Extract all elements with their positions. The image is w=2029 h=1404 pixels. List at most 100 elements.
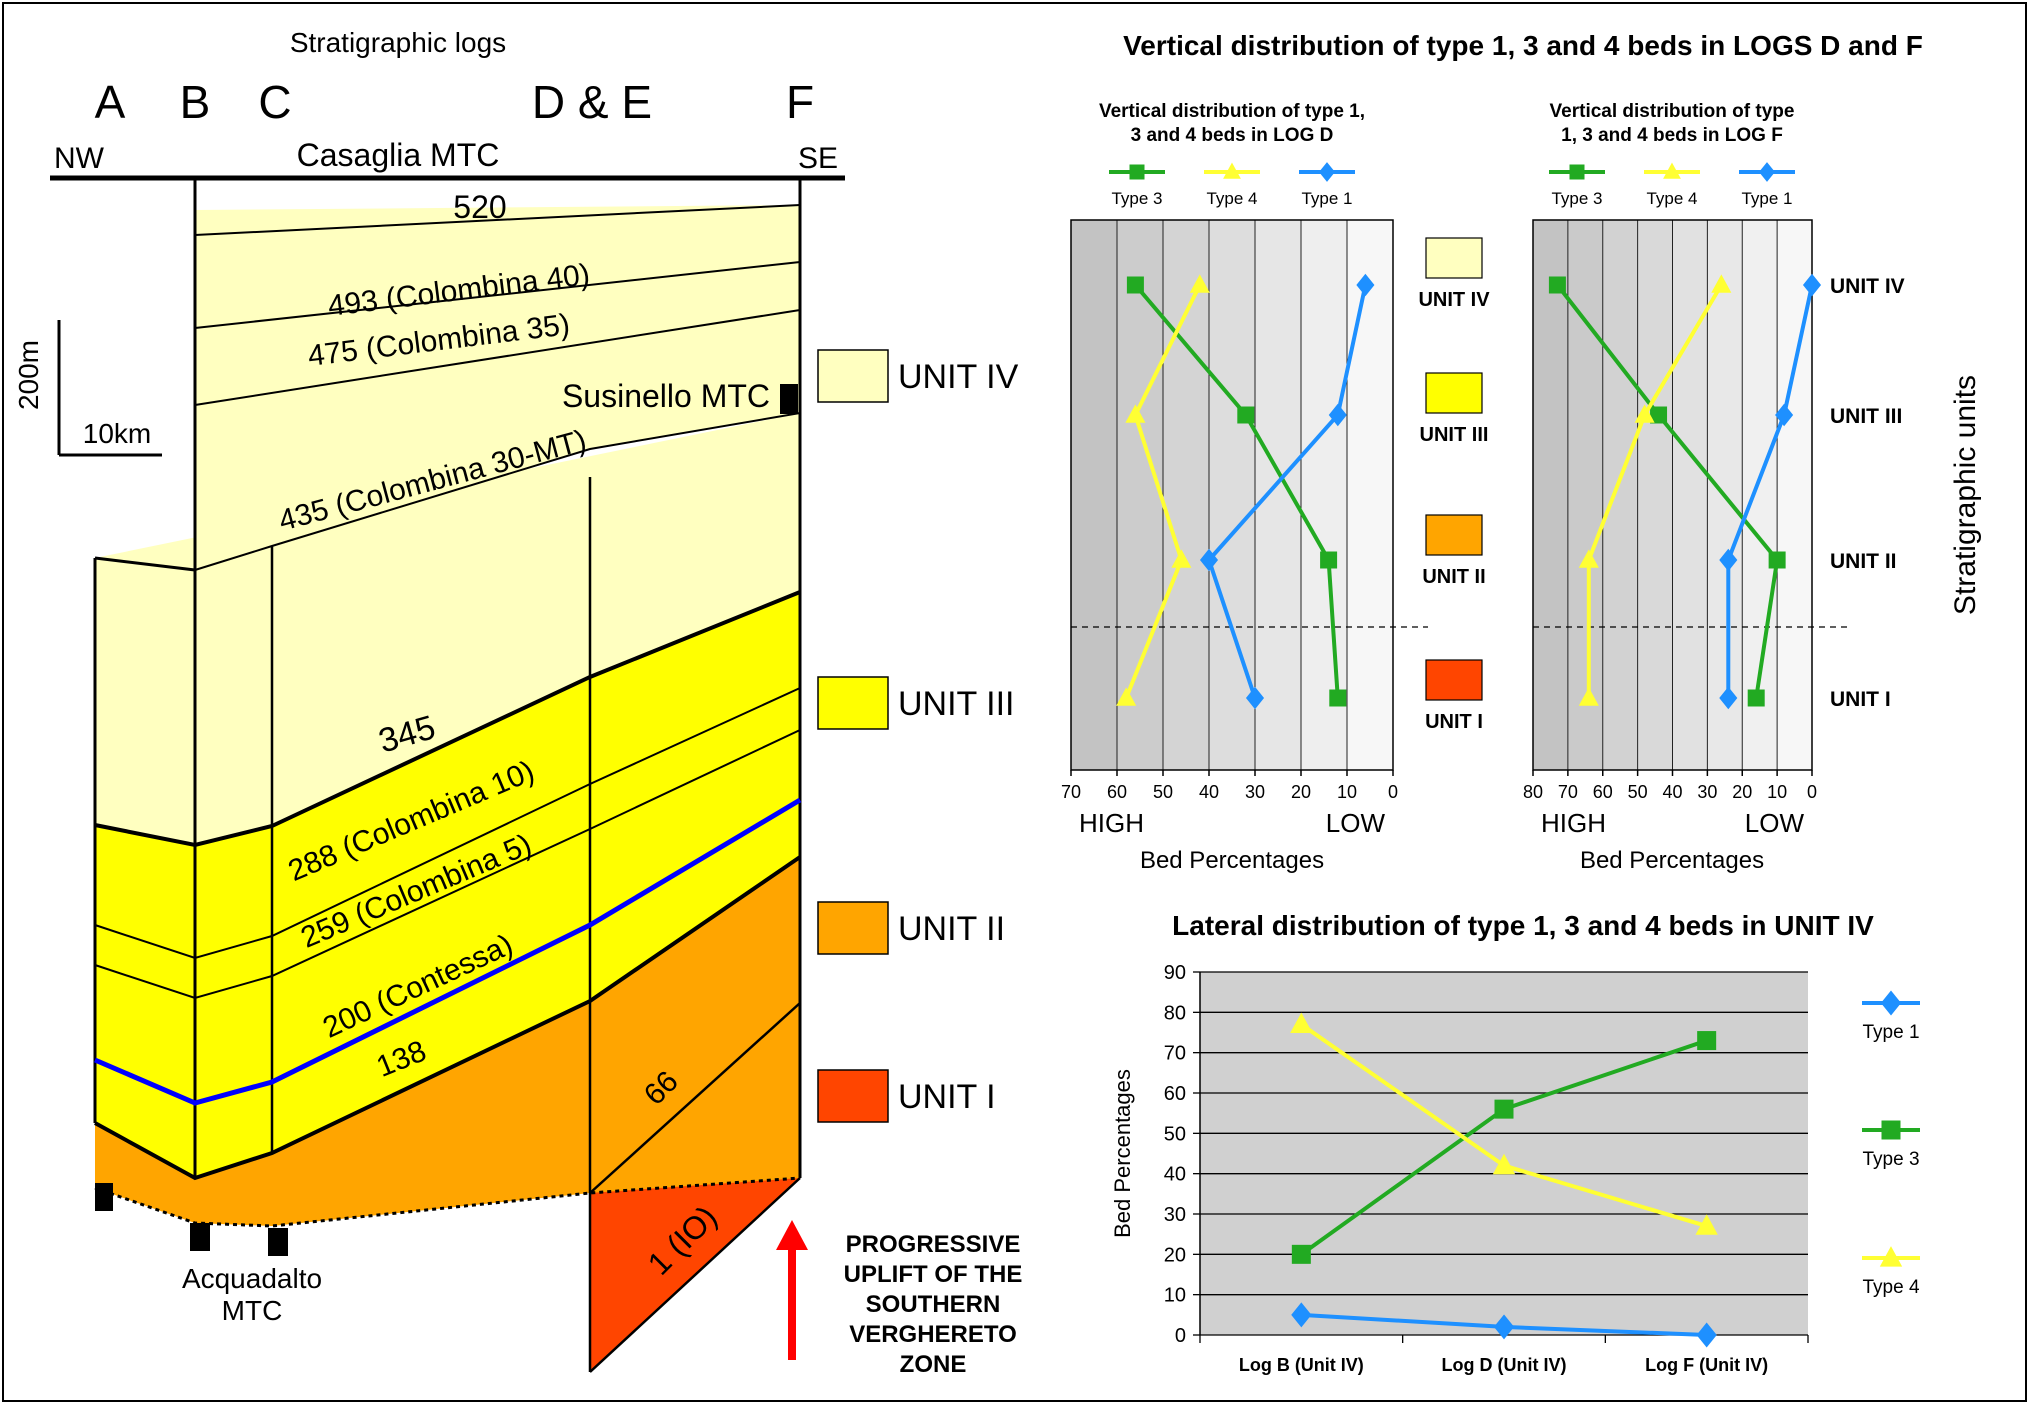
horizon-493-line xyxy=(194,261,801,329)
mtc-marker-c xyxy=(268,1228,288,1256)
vertical-legend-label: UNIT IV xyxy=(1418,289,1490,311)
unit-legend-swatch xyxy=(817,901,889,955)
series-line-type-3 xyxy=(1133,283,1340,699)
x-tick-label: 60 xyxy=(1107,782,1127,802)
y-tick-label: 70 xyxy=(1164,1043,1186,1065)
x-tick-label: Log B (Unit IV) xyxy=(1239,1355,1364,1375)
log-label-de: D & E xyxy=(532,76,652,128)
horizon-435-line xyxy=(194,412,801,571)
lateral-title: Lateral distribution of type 1, 3 and 4 … xyxy=(1172,910,1874,941)
x-tick-label: 20 xyxy=(1732,782,1752,802)
unit-legend-label: UNIT IV xyxy=(898,358,1019,396)
plot-band xyxy=(1672,220,1708,770)
legend-marker-type-4 xyxy=(1879,1246,1903,1267)
vertical-legend-label: UNIT I xyxy=(1425,711,1483,733)
data-point-type-1 xyxy=(1696,1322,1717,1348)
chart-title-line: 3 and 4 beds in LOG D xyxy=(1131,125,1334,146)
vertical-legend-swatch xyxy=(1425,372,1483,414)
data-point-type-4 xyxy=(1492,1153,1516,1175)
vertical-main-title: Vertical distribution of type 1, 3 and 4… xyxy=(1123,30,1923,61)
legend-label-type-1: Type 1 xyxy=(1741,189,1792,208)
data-point-type-4 xyxy=(1695,1214,1718,1235)
legend-label-type-3: Type 3 xyxy=(1111,189,1162,208)
mtc-marker-b xyxy=(190,1223,210,1251)
legend-label-type-1: Type 1 xyxy=(1301,189,1352,208)
uplift-text-4: VERGHERETO xyxy=(849,1321,1017,1348)
log-label-b: B xyxy=(180,76,211,128)
horizon-138-line xyxy=(94,855,802,1181)
data-point-type-3 xyxy=(1768,551,1786,569)
x-tick-label: 50 xyxy=(1628,782,1648,802)
data-point-type-3 xyxy=(1126,276,1144,294)
vertical-legend-label: UNIT II xyxy=(1422,566,1485,588)
uplift-text-5: ZONE xyxy=(900,1351,967,1378)
acquadalto-label-2: MTC xyxy=(222,1295,283,1326)
stratigraphic-section: Stratigraphic logs A B C D & E F NW SE C… xyxy=(13,27,1022,1378)
susinello-label: Susinello MTC xyxy=(562,378,770,414)
x-tick-label: 70 xyxy=(1061,782,1081,802)
acquadalto-label-1: Acquadalto xyxy=(182,1263,322,1294)
unit-label-unit-iii: UNIT III xyxy=(1830,405,1902,428)
data-point-type-4 xyxy=(1125,404,1146,423)
series-line-type-3 xyxy=(1555,283,1780,699)
series-line-type-1 xyxy=(1726,284,1814,698)
data-point-type-1 xyxy=(1775,403,1794,427)
x-tick-label: 10 xyxy=(1767,782,1787,802)
plot-band xyxy=(1602,220,1638,770)
unit-legend-swatch xyxy=(817,1069,889,1123)
plot-band xyxy=(1567,220,1603,770)
section-title: Stratigraphic logs xyxy=(290,27,506,58)
horizon-475-line xyxy=(194,309,801,406)
legend-marker-type-1 xyxy=(1319,162,1335,182)
unit-label-unit-ii: UNIT II xyxy=(1830,550,1897,573)
uplift-text-1: PROGRESSIVE xyxy=(846,1231,1021,1258)
data-point-type-1 xyxy=(1356,273,1375,297)
horizon-288-line xyxy=(94,687,801,960)
y-tick-label: 60 xyxy=(1164,1083,1186,1105)
unit-legend-label: UNIT II xyxy=(898,910,1005,948)
unit-label-unit-i: UNIT I xyxy=(1830,688,1891,711)
data-point-type-4 xyxy=(1634,404,1655,423)
log-a-top-line xyxy=(94,556,196,572)
legend-marker-type-3 xyxy=(1569,164,1585,180)
plot-background xyxy=(1200,972,1808,1335)
uplift-text-2: UPLIFT OF THE xyxy=(844,1261,1023,1288)
data-point-type-3 xyxy=(1320,551,1338,569)
plot-band xyxy=(1301,220,1347,770)
legend-marker-type-1 xyxy=(1880,990,1902,1016)
data-point-type-3 xyxy=(1237,406,1255,424)
data-point-type-1 xyxy=(1328,403,1347,427)
x-tick-label: 0 xyxy=(1388,782,1398,802)
data-point-type-1 xyxy=(1719,686,1738,710)
plot-band xyxy=(1117,220,1163,770)
legend-label-type-1: Type 1 xyxy=(1862,1022,1919,1043)
plot-band xyxy=(1255,220,1301,770)
chart-title-line: 1, 3 and 4 beds in LOG F xyxy=(1561,125,1783,146)
unit-legend-swatch xyxy=(817,676,889,730)
data-point-type-4 xyxy=(1290,1012,1313,1034)
low-label: LOW xyxy=(1745,808,1805,838)
legend-marker-type-1 xyxy=(1759,162,1775,182)
low-label: LOW xyxy=(1326,808,1386,838)
scale-vertical-label: 200m xyxy=(13,340,44,410)
data-point-type-3 xyxy=(1697,1031,1717,1051)
legend-label-type-4: Type 4 xyxy=(1646,189,1697,208)
vertical-legend-swatch xyxy=(1425,659,1483,701)
plot-frame xyxy=(1070,219,1394,771)
horizon-259-line xyxy=(94,729,801,1000)
y-tick-label: 40 xyxy=(1164,1164,1186,1186)
data-point-type-4 xyxy=(1116,687,1137,706)
y-tick-label: 0 xyxy=(1175,1325,1186,1347)
y-tick-label: 30 xyxy=(1164,1204,1186,1226)
x-tick-label: 0 xyxy=(1807,782,1817,802)
plot-frame xyxy=(1532,219,1813,771)
legend-label-type-3: Type 3 xyxy=(1862,1149,1919,1170)
data-point-type-3 xyxy=(1650,406,1668,424)
plot-band xyxy=(1209,220,1255,770)
